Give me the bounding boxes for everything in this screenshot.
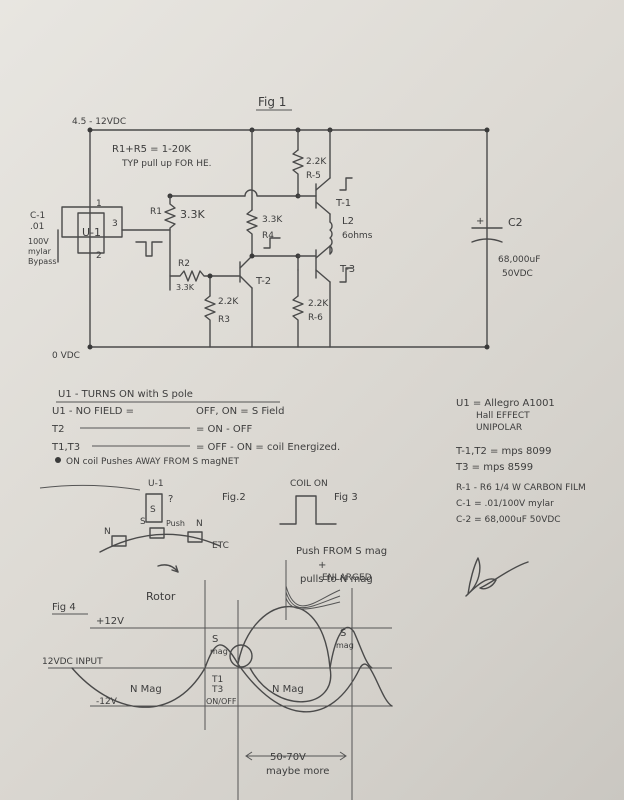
svg-text:2.2K: 2.2K [218, 297, 239, 307]
svg-text:R2: R2 [178, 259, 190, 269]
r6-resistor [292, 295, 304, 348]
svg-text:C-2 = 68,000uF 50VDC: C-2 = 68,000uF 50VDC [456, 515, 561, 525]
svg-text:100V: 100V [28, 237, 49, 246]
svg-text:R-5: R-5 [306, 171, 321, 181]
svg-text:T3: T3 [211, 685, 223, 695]
fig4-waveform [71, 606, 332, 708]
c1-label: C-1 [30, 211, 45, 221]
u1-output-pulse [135, 241, 163, 257]
r2-resistor [169, 270, 241, 282]
u1-label: U-1 [82, 226, 101, 239]
svg-text:+12V: +12V [96, 616, 124, 627]
svg-text:T-3: T-3 [339, 264, 355, 275]
r5-resistor [292, 149, 304, 197]
svg-text:3.3K: 3.3K [262, 215, 283, 225]
svg-text:50VDC: 50VDC [502, 269, 533, 279]
svg-text:Fig 4: Fig 4 [52, 602, 76, 613]
svg-text:C-1 = .01/100V mylar: C-1 = .01/100V mylar [456, 499, 554, 509]
svg-text:3: 3 [112, 219, 118, 229]
svg-text:ENLARGED: ENLARGED [322, 573, 372, 583]
svg-text:UNIPOLAR: UNIPOLAR [476, 423, 522, 433]
svg-text:T-1: T-1 [335, 198, 351, 209]
svg-text:C2: C2 [508, 216, 523, 229]
svg-text:Rotor: Rotor [146, 590, 176, 603]
r3-resistor [204, 295, 216, 348]
svg-text:3.3K: 3.3K [180, 208, 205, 221]
svg-text:N: N [196, 519, 203, 529]
svg-text:?: ? [168, 494, 173, 505]
svg-text:Bypass: Bypass [28, 257, 57, 266]
svg-text:S: S [150, 505, 156, 515]
svg-text:T-1,T2 = mps 8099: T-1,T2 = mps 8099 [455, 446, 551, 457]
svg-text:50-70V: 50-70V [270, 752, 306, 763]
svg-text:T1,T3: T1,T3 [51, 442, 80, 453]
note-line-1: U1 - TURNS ON with S pole [58, 389, 193, 400]
svg-text:68,000uF: 68,000uF [498, 255, 540, 265]
svg-text:-12V: -12V [96, 697, 118, 707]
svg-text:mag: mag [210, 647, 228, 656]
fig1-title: Fig 1 [258, 95, 286, 109]
r1-resistor [164, 195, 176, 291]
svg-text:+: + [318, 560, 326, 571]
fig2-hall-sensor [145, 493, 163, 523]
svg-text:OFF, ON = S Field: OFF, ON = S Field [196, 406, 284, 417]
u1-hall-sensor [77, 212, 105, 254]
svg-text:Push: Push [166, 519, 185, 528]
svg-text:Fig.2: Fig.2 [222, 492, 246, 503]
rotation-arrow [157, 564, 179, 573]
svg-text:= OFF - ON = coil Energized.: = OFF - ON = coil Energized. [196, 442, 340, 453]
svg-text:1: 1 [96, 199, 102, 209]
spike-circle [229, 644, 253, 668]
svg-text:Hall EFFECT: Hall EFFECT [476, 411, 530, 421]
svg-text:Fig 3: Fig 3 [334, 492, 358, 503]
svg-text:N Mag: N Mag [130, 684, 162, 695]
svg-text:6ohms: 6ohms [342, 231, 373, 241]
svg-text:maybe more: maybe more [266, 766, 329, 777]
ground-label: 0 VDC [52, 351, 80, 361]
svg-text:U1 - NO FIELD =: U1 - NO FIELD = [52, 406, 134, 417]
svg-text:T2: T2 [51, 424, 64, 435]
l2-coil [329, 221, 333, 255]
svg-text:U1 = Allegro A1001: U1 = Allegro A1001 [456, 398, 555, 409]
svg-text:S: S [140, 517, 146, 527]
fig3-pulse [279, 495, 337, 525]
svg-text:3.3K: 3.3K [176, 283, 195, 292]
svg-text:Push FROM S mag: Push FROM S mag [296, 546, 387, 557]
signature [465, 557, 529, 597]
svg-text:2: 2 [96, 251, 102, 261]
pullup-note-1: R1+R5 = 1-20K [112, 144, 191, 155]
svg-text:= ON - OFF: = ON - OFF [196, 424, 252, 435]
svg-text:R1: R1 [150, 207, 162, 217]
svg-text:S: S [212, 634, 218, 645]
svg-text:S: S [340, 628, 346, 639]
svg-text:L2: L2 [342, 216, 354, 227]
svg-text:+: + [476, 216, 484, 227]
svg-text:ON/OFF: ON/OFF [206, 697, 237, 706]
svg-text:mag: mag [336, 641, 354, 650]
svg-text:N Mag: N Mag [272, 684, 304, 695]
svg-text:COIL ON: COIL ON [290, 479, 328, 489]
svg-text:2.2K: 2.2K [308, 299, 329, 309]
svg-text:2.2K: 2.2K [306, 157, 327, 167]
svg-text:R-6: R-6 [308, 313, 323, 323]
svg-text:.01: .01 [30, 222, 44, 232]
svg-text:T1: T1 [211, 675, 223, 685]
svg-text:mylar: mylar [28, 247, 52, 256]
svg-text:T-2: T-2 [255, 276, 271, 287]
supply-label: 4.5 - 12VDC [72, 117, 126, 127]
svg-text:R-1 - R6 1/4 W CARBON FILM: R-1 - R6 1/4 W CARBON FILM [456, 483, 586, 493]
svg-text:T3 = mps 8599: T3 = mps 8599 [455, 462, 533, 473]
svg-text:R4: R4 [262, 231, 274, 241]
svg-text:12VDC INPUT: 12VDC INPUT [42, 657, 103, 667]
svg-text:ETC: ETC [212, 541, 229, 551]
svg-text:N: N [104, 527, 111, 537]
svg-text:ON coil Pushes AWAY FROM S mag: ON coil Pushes AWAY FROM S magNET [66, 457, 239, 467]
pullup-note-2: TYP pull up FOR HE. [121, 159, 212, 169]
svg-text:U-1: U-1 [148, 479, 164, 489]
svg-text:pulls to N mag: pulls to N mag [300, 574, 373, 585]
svg-text:R3: R3 [218, 315, 230, 325]
r4-resistor [246, 209, 258, 257]
